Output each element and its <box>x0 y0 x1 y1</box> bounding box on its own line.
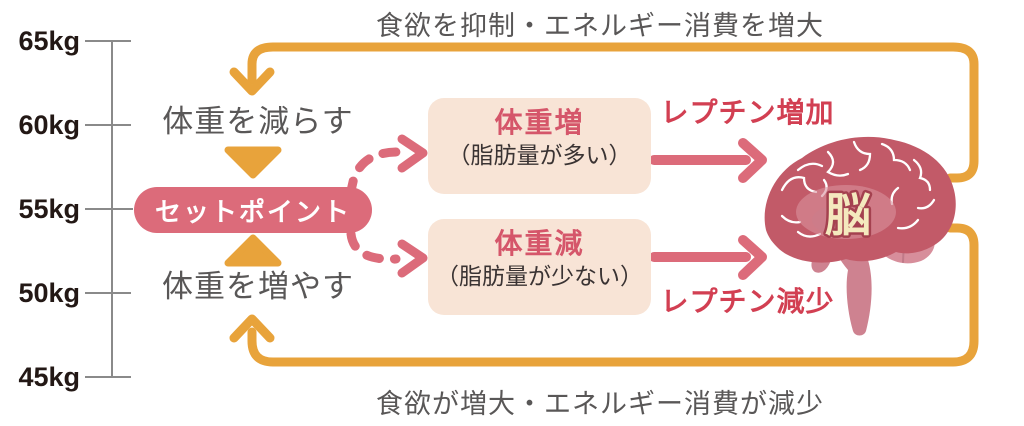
top-feedback-loop-arrow <box>229 42 979 183</box>
weight-gain-title: 体重増 <box>494 108 585 139</box>
right-arrowhead-icon <box>738 138 767 183</box>
weight-loss-box: 体重減 （脂肪量が少ない） <box>428 219 651 315</box>
weight-axis-line <box>85 40 133 378</box>
brain-sulci-lines <box>780 140 936 238</box>
decrease-triangle-icon <box>224 146 282 179</box>
weight-label-55kg: 55kg <box>18 194 80 224</box>
leptin-decrease-label: レプチン減少 <box>660 287 835 318</box>
increase-weight-label: 体重を増やす <box>162 269 354 304</box>
increase-triangle-icon <box>224 234 282 267</box>
weight-gain-detail: （脂肪量が多い） <box>447 143 632 168</box>
leptin-increase-label: レプチン増加 <box>660 98 835 129</box>
brain-label: 脳 <box>825 190 871 241</box>
setpoint-badge: セットポイント <box>134 187 372 233</box>
weight-label-50kg: 50kg <box>18 278 80 308</box>
weight-loss-detail: （脂肪量が少ない） <box>436 264 643 289</box>
brain-illustration: 脳 <box>764 136 956 336</box>
decrease-weight-label: 体重を減らす <box>162 104 354 139</box>
dashed-arrow-to-gain <box>346 147 401 199</box>
down-arrowhead-icon <box>229 67 275 96</box>
right-arrowhead-icon <box>738 235 767 280</box>
top-loop-caption: 食欲を抑制・エネルギー消費を増大 <box>376 11 824 41</box>
weight-label-45kg: 45kg <box>18 362 80 392</box>
weight-gain-box: 体重増 （脂肪量が多い） <box>428 98 651 194</box>
dashed-arrow-to-loss <box>346 229 401 264</box>
right-arrowhead-icon <box>397 239 428 278</box>
weight-loss-title: 体重減 <box>494 229 585 260</box>
leptin-decrease-arrow <box>649 235 767 280</box>
bottom-feedback-loop-arrow <box>229 223 979 367</box>
brain-inner-highlight <box>812 206 860 234</box>
brain-stem <box>833 238 872 336</box>
leptin-increase-arrow <box>649 138 767 183</box>
bottom-loop-caption: 食欲が増大・エネルギー消費が減少 <box>376 389 824 419</box>
weight-label-65kg: 65kg <box>18 26 80 56</box>
up-arrowhead-icon <box>229 314 275 343</box>
weight-label-60kg: 60kg <box>18 110 80 140</box>
right-arrowhead-icon <box>397 134 428 173</box>
